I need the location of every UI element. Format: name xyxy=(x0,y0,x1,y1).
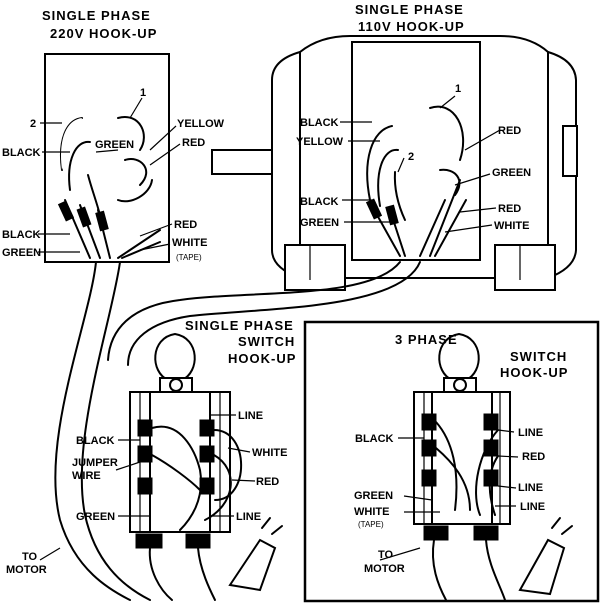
label-220-white: WHITE xyxy=(172,237,207,249)
junction-box-220v xyxy=(38,53,181,263)
label-switch-white: WHITE xyxy=(252,447,287,459)
cables xyxy=(54,261,421,601)
label-3ph-line-2: LINE xyxy=(518,482,543,494)
label-switch-jumper-1: JUMPER xyxy=(72,457,118,469)
switch-three-phase xyxy=(379,332,573,601)
title-3ph-line2: SWITCH xyxy=(510,349,567,364)
label-3ph-red: RED xyxy=(522,451,545,463)
label-switch-line-top: LINE xyxy=(238,410,263,422)
label-110-green-bottom: GREEN xyxy=(300,217,339,229)
label-220-terminal-1: 1 xyxy=(140,87,146,99)
label-220-terminal-2: 2 xyxy=(30,118,36,130)
label-110-white: WHITE xyxy=(494,220,529,232)
label-220-tape: (TAPE) xyxy=(176,253,202,262)
label-switch-to: TO xyxy=(22,551,38,563)
label-220-green-bottom: GREEN xyxy=(2,247,41,259)
label-110-black-top: BLACK xyxy=(300,117,339,129)
three-phase-panel xyxy=(303,320,600,603)
motor-110v xyxy=(211,35,578,291)
title-switch-line2: SWITCH xyxy=(238,334,295,349)
title-3ph-line1: 3 PHASE xyxy=(395,332,458,347)
title-3ph-line3: HOOK-UP xyxy=(500,365,568,380)
label-switch-red: RED xyxy=(256,476,279,488)
label-switch-jumper-2: WIRE xyxy=(72,470,101,482)
label-3ph-line-3: LINE xyxy=(520,501,545,513)
label-3ph-to: TO xyxy=(378,549,394,561)
label-3ph-green: GREEN xyxy=(354,490,393,502)
label-110-green-top: GREEN xyxy=(492,167,531,179)
label-3ph-motor: MOTOR xyxy=(364,563,405,575)
label-110-red-bottom: RED xyxy=(498,203,521,215)
label-220-green-top: GREEN xyxy=(95,139,134,151)
title-110-line2: 110V HOOK-UP xyxy=(358,19,465,34)
label-3ph-tape: (TAPE) xyxy=(358,520,384,529)
label-switch-line-bottom: LINE xyxy=(236,511,261,523)
label-3ph-line-1: LINE xyxy=(518,427,543,439)
label-3ph-white: WHITE xyxy=(354,506,389,518)
label-220-yellow: YELLOW xyxy=(177,118,225,130)
label-110-terminal-2: 2 xyxy=(408,151,414,163)
label-switch-black: BLACK xyxy=(76,435,115,447)
label-switch-green: GREEN xyxy=(76,511,115,523)
label-220-red-top: RED xyxy=(182,137,205,149)
label-110-terminal-1: 1 xyxy=(455,83,461,95)
label-110-black-bottom: BLACK xyxy=(300,196,339,208)
label-3ph-black: BLACK xyxy=(355,433,394,445)
title-220-line1: SINGLE PHASE xyxy=(42,8,151,23)
label-switch-motor: MOTOR xyxy=(6,564,47,576)
label-220-black-top: BLACK xyxy=(2,147,41,159)
switch-single-phase xyxy=(39,332,283,601)
label-220-red-bottom: RED xyxy=(174,219,197,231)
title-switch-line3: HOOK-UP xyxy=(228,351,296,366)
title-110-line1: SINGLE PHASE xyxy=(355,2,464,17)
title-switch-line1: SINGLE PHASE xyxy=(185,318,294,333)
label-110-yellow: YELLOW xyxy=(296,136,344,148)
label-110-red-top: RED xyxy=(498,125,521,137)
title-220-line2: 220V HOOK-UP xyxy=(50,26,157,41)
label-220-black-bottom: BLACK xyxy=(2,229,41,241)
